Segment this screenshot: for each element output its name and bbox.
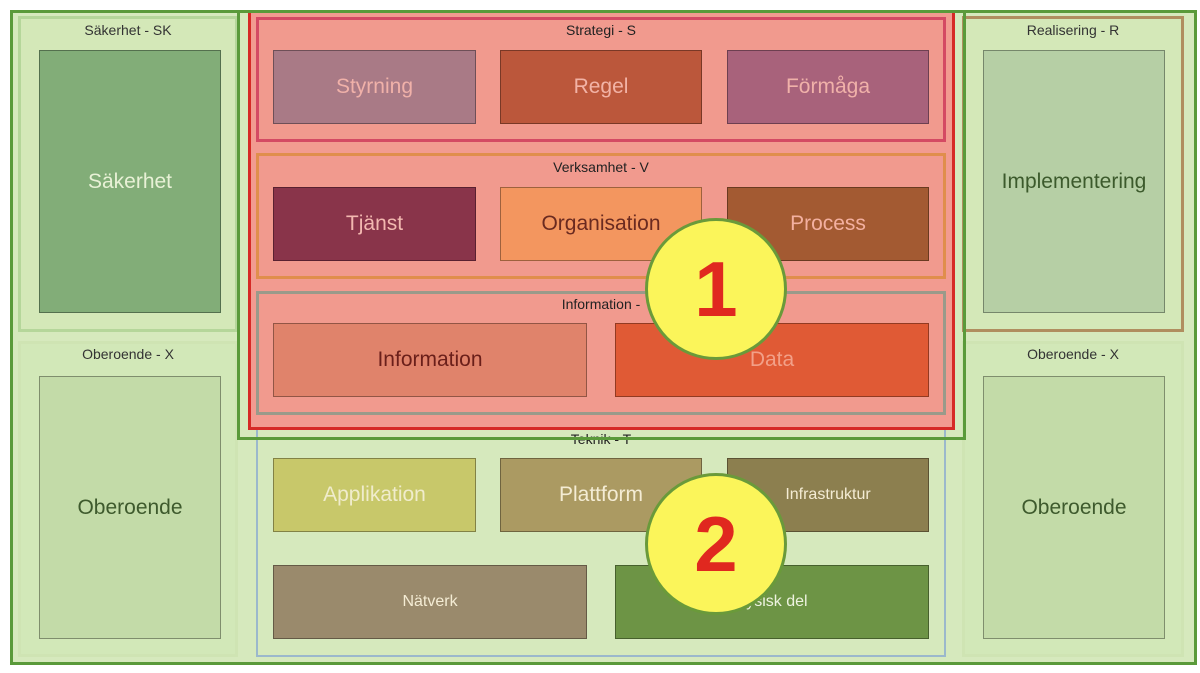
strategi-label: Strategi - S xyxy=(565,22,637,38)
information-label: Information - xyxy=(561,296,641,312)
styrning-box: Styrning xyxy=(273,50,476,124)
verksamhet-label: Verksamhet - V xyxy=(553,159,649,175)
applikation-box: Applikation xyxy=(273,458,476,532)
marker-2: 2 xyxy=(645,473,787,615)
oberoende-box-left: Oberoende xyxy=(39,376,221,639)
right-top-label: Realisering - R xyxy=(1026,22,1120,38)
right-bottom-label: Oberoende - X xyxy=(1027,346,1119,362)
green-overlay-frame xyxy=(237,10,966,440)
natverk-box: Nätverk xyxy=(273,565,587,639)
left-bottom-label: Oberoende - X xyxy=(82,346,174,362)
formaga-box: Förmåga xyxy=(727,50,929,124)
oberoende-box-right: Oberoende xyxy=(983,376,1165,639)
sakerhet-box: Säkerhet xyxy=(39,50,221,313)
marker-1: 1 xyxy=(645,218,787,360)
left-top-label: Säkerhet - SK xyxy=(84,22,172,38)
information-box: Information xyxy=(273,323,587,397)
implementering-box: Implementering xyxy=(983,50,1165,313)
tjanst-box: Tjänst xyxy=(273,187,476,261)
regel-box: Regel xyxy=(500,50,702,124)
